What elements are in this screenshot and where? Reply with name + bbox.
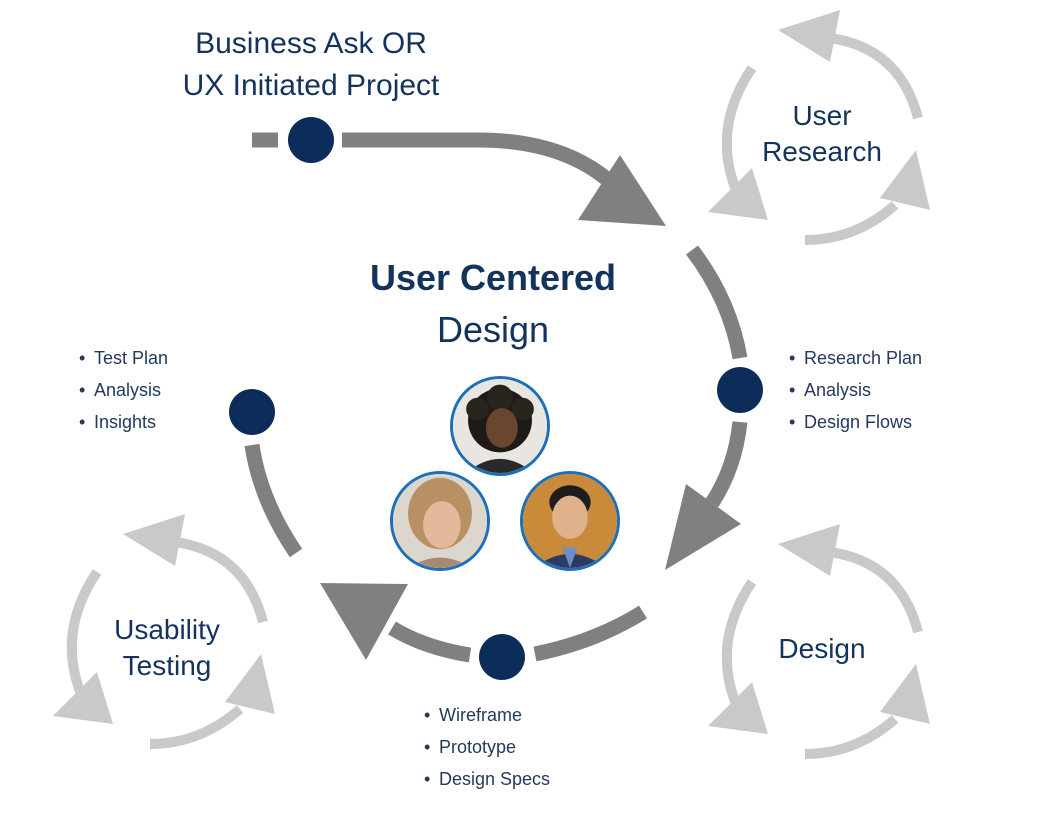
left-arc <box>244 443 303 558</box>
research-stage-dot <box>717 367 763 413</box>
main-cycle-arrows <box>244 132 748 663</box>
start-label-line-1: Business Ask OR <box>195 27 427 60</box>
list-item: Prototype <box>424 731 550 763</box>
start-label: Business Ask OR UX Initiated Project <box>150 23 472 107</box>
list-item: Analysis <box>789 374 922 406</box>
design-cycle-label-line-1: Design <box>778 633 866 664</box>
d-cycle-head-left <box>708 682 768 734</box>
list-item: Design Flows <box>789 406 922 438</box>
entry-arrow-shaft <box>342 132 613 186</box>
list-item: Wireframe <box>424 699 550 731</box>
design-cycle <box>708 524 930 759</box>
list-item: Analysis <box>79 374 168 406</box>
ut-cycle-arc-top <box>174 537 268 624</box>
ur-cycle-arc-top <box>829 33 923 120</box>
d-cycle-arc-top <box>829 547 923 634</box>
entry-arrowhead <box>578 155 666 226</box>
avatar-curly-hair <box>450 376 550 476</box>
ur-cycle-head-left <box>708 168 768 220</box>
bottom-arrowhead <box>320 583 408 660</box>
ut-cycle-arc-left <box>66 569 102 701</box>
list-item: Test Plan <box>79 342 168 374</box>
design-stage-list: Wireframe Prototype Design Specs <box>424 699 550 795</box>
list-item: Research Plan <box>789 342 922 374</box>
d-cycle-head-right <box>880 664 930 724</box>
design-cycle-label: Design <box>742 631 902 667</box>
ur-cycle-arc-left <box>721 65 757 197</box>
d-cycle-arc-right <box>804 715 899 759</box>
ut-cycle-head-top <box>123 514 185 566</box>
user-research-label-line-1: User <box>792 100 852 131</box>
usability-testing-label-line-1: Usability <box>114 614 220 645</box>
ut-cycle-head-right <box>225 654 275 714</box>
usability-testing-cycle <box>53 514 275 749</box>
ur-cycle-head-top <box>778 10 840 62</box>
right-arc-upper <box>686 245 748 360</box>
right-arrowhead <box>665 484 741 570</box>
usability-testing-label: Usability Testing <box>82 612 252 684</box>
avatar-blonde-hair <box>390 471 490 571</box>
list-item: Insights <box>79 406 168 438</box>
d-cycle-arc-left <box>721 579 757 711</box>
list-item: Design Specs <box>424 763 550 795</box>
right-arc-lower <box>705 421 748 508</box>
testing-stage-list: Test Plan Analysis Insights <box>79 342 168 438</box>
center-title: User Centered Design <box>343 252 643 356</box>
person-blonde-hair-icon <box>393 474 487 568</box>
bottom-arc-right <box>533 605 647 662</box>
testing-stage-dot <box>229 389 275 435</box>
ut-cycle-arc-right <box>149 705 244 749</box>
ur-cycle-head-right <box>880 150 930 210</box>
user-research-label: User Research <box>742 98 902 170</box>
start-label-line-2: UX Initiated Project <box>182 69 440 102</box>
start-dot <box>288 117 334 163</box>
bottom-arc-left <box>388 621 472 663</box>
person-curly-hair-icon <box>453 379 547 473</box>
ur-cycle-arc-right <box>804 201 899 245</box>
stage-dots <box>229 117 763 680</box>
design-stage-dot <box>479 634 525 680</box>
person-man-suit-icon <box>523 474 617 568</box>
user-research-label-line-2: Research <box>762 136 882 167</box>
center-title-regular: Design <box>436 309 550 350</box>
center-title-bold: User Centered <box>369 257 617 298</box>
research-stage-list: Research Plan Analysis Design Flows <box>789 342 922 438</box>
usability-testing-label-line-2: Testing <box>122 650 212 681</box>
ut-cycle-head-left <box>53 672 113 724</box>
avatar-man-suit <box>520 471 620 571</box>
user-research-cycle <box>708 10 930 245</box>
d-cycle-head-top <box>778 524 840 576</box>
